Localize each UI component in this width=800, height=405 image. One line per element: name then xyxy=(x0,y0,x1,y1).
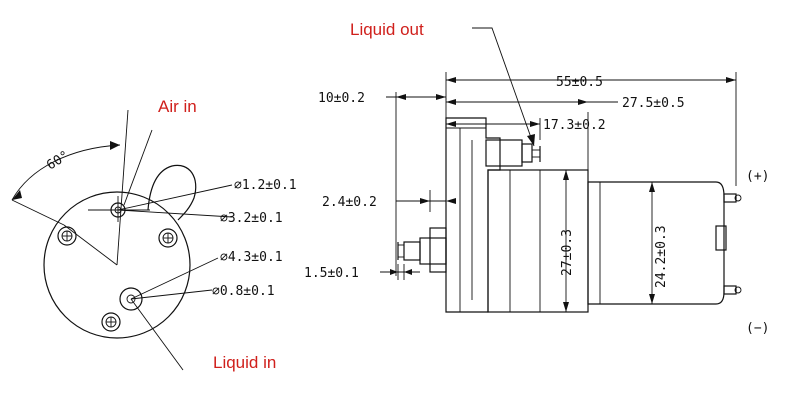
leader-d08 xyxy=(130,289,213,300)
air-port xyxy=(88,196,150,222)
dim-1-5: 1.5±0.1 xyxy=(304,266,359,281)
terminal-plus-label: (+) xyxy=(746,169,769,184)
liquid-in-label: Liquid in xyxy=(213,353,276,372)
inlet-nozzle xyxy=(397,227,447,273)
dim-d4-3: ⌀4.3±0.1 xyxy=(220,250,283,265)
side-view: (+) (−) 55±0.5 27.5±0.5 17.3±0.2 10±0.2 xyxy=(304,20,769,336)
leader-d12 xyxy=(117,184,233,211)
dim-24-2: 24.2±0.3 xyxy=(654,225,669,288)
leader-liquid-in xyxy=(130,298,184,371)
angle-ext-left xyxy=(11,199,65,226)
pump-head xyxy=(445,117,501,313)
mount-tab xyxy=(147,164,197,221)
pump-body-circle xyxy=(43,191,191,339)
screw-left xyxy=(57,226,77,246)
angle-line-up xyxy=(116,109,129,266)
angle-line-left xyxy=(63,224,118,266)
leader-d43 xyxy=(130,257,219,300)
angle-label: 60° xyxy=(44,148,72,173)
dim-27: 27±0.3 xyxy=(560,229,575,276)
outlet-nozzle xyxy=(485,139,541,167)
air-in-label: Air in xyxy=(158,97,197,116)
angle-arrow-left xyxy=(12,190,22,200)
end-view: 60° ⌀1.2±0.1 ⌀3.2±0.1 ⌀4.3±0.1 ⌀0.8±0.1 … xyxy=(11,97,297,372)
angle-arrow-right xyxy=(110,141,120,150)
dim-d0-8: ⌀0.8±0.1 xyxy=(212,284,275,299)
terminal-plus xyxy=(723,193,742,203)
angle-arc xyxy=(11,144,121,201)
dim-2-4: 2.4±0.2 xyxy=(322,195,377,210)
leader-d32 xyxy=(117,209,233,218)
motor-tab xyxy=(715,225,727,251)
liquid-out-label: Liquid out xyxy=(350,20,424,39)
leader-air-in xyxy=(123,129,153,206)
dim-55: 55±0.5 xyxy=(556,75,603,90)
dim-27-5: 27.5±0.5 xyxy=(622,96,685,111)
dim-10: 10±0.2 xyxy=(318,91,365,106)
leader-liquid-out xyxy=(472,27,535,147)
dim-d1-2: ⌀1.2±0.1 xyxy=(234,178,297,193)
terminal-minus xyxy=(723,285,742,295)
screw-right xyxy=(158,228,178,248)
terminal-minus-label: (−) xyxy=(746,321,769,336)
screw-bottom xyxy=(101,312,121,332)
dim-17-3: 17.3±0.2 xyxy=(543,118,606,133)
dim-d3-2: ⌀3.2±0.1 xyxy=(220,211,283,226)
